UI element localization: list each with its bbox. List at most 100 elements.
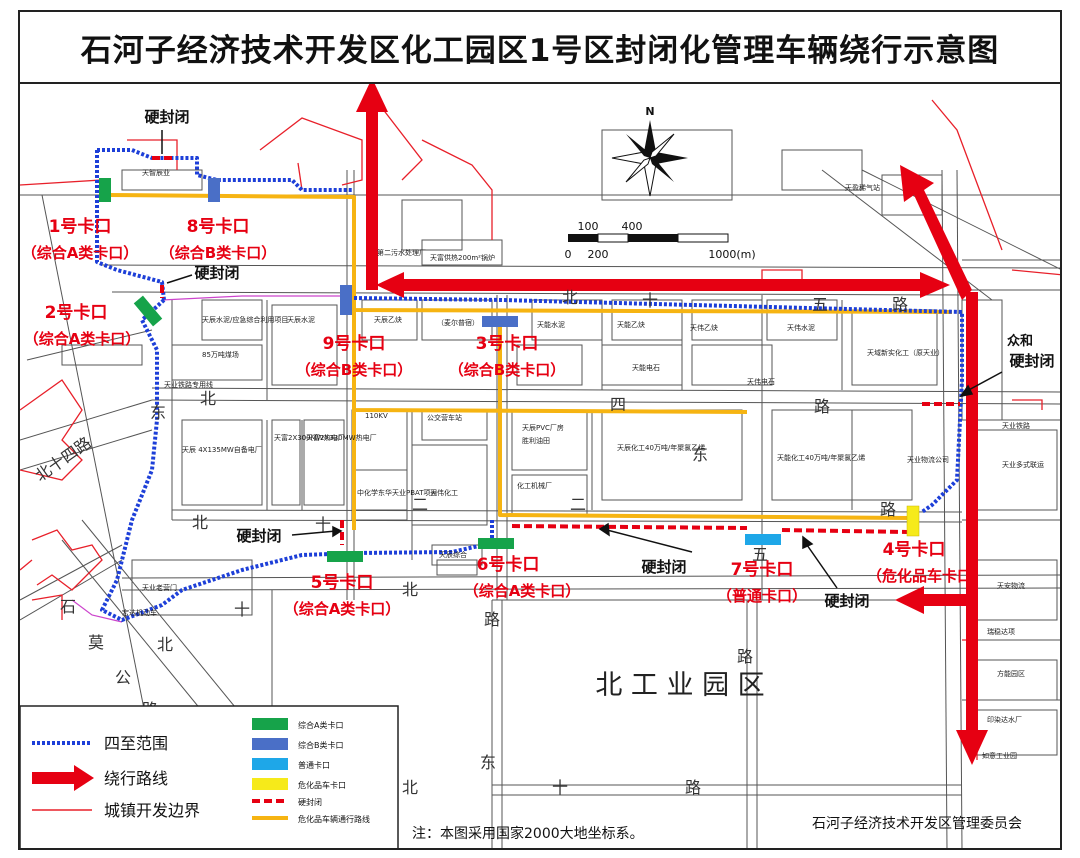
place-label: 天辰 4X135MW自备电厂	[182, 445, 262, 454]
street-char: 北	[192, 513, 208, 532]
detour-arrow-south-head	[956, 730, 988, 765]
place-label: 胜利油田	[522, 436, 550, 445]
hard-closure-label-6: 硬封闭	[1009, 352, 1054, 370]
place-label-zhonghe: 众和	[1007, 333, 1033, 349]
place-label: 天业铁路	[1002, 421, 1030, 430]
place-label: 天业铁路专用线	[164, 380, 213, 389]
detour-arrow-south-shaft	[966, 292, 978, 732]
place-label: 天伟电石	[747, 377, 775, 386]
scale-label-200: 200	[588, 248, 609, 261]
hard-closure-label-5: 硬封闭	[824, 592, 869, 610]
place-label: 天伟水泥	[787, 323, 815, 332]
map-canvas[interactable]: N 100 400 0 200 1000(m) 天智辰业 天盈稀气站 第二污水处…	[18, 84, 1062, 850]
place-label: 天辰水泥/应急综合利用项目	[202, 315, 288, 324]
legend-gate-ordinary-label: 普通卡口	[298, 760, 330, 770]
street-char: 公	[115, 668, 131, 687]
gate-8-name: 8号卡口	[187, 216, 250, 237]
scale-bar: 100 400 0 200 1000(m)	[565, 220, 756, 261]
coordinate-note: 注：本图采用国家2000大地坐标系。	[412, 825, 644, 842]
gate-5-name: 5号卡口	[311, 572, 374, 593]
gate-1-type: （综合A类卡口）	[22, 244, 139, 262]
street-char: 东	[692, 445, 708, 464]
map-svg: N 100 400 0 200 1000(m) 天智辰业 天盈稀气站 第二污水处…	[20, 84, 1060, 848]
gate-2-type: （综合A类卡口）	[24, 330, 141, 348]
gate-6-type: （综合A类卡口）	[464, 582, 581, 600]
place-label: 天盈稀气站	[845, 183, 880, 192]
gate-4-name: 4号卡口	[883, 539, 946, 560]
gate-7-type: （普通卡口）	[717, 587, 807, 605]
place-label: 印染达水厂	[987, 715, 1022, 724]
detour-arrow-north-head	[356, 84, 388, 112]
place-label: 宏达机动车	[122, 608, 157, 617]
street-char: 东	[150, 403, 166, 422]
place-label: 方能园区	[997, 669, 1025, 678]
place-label: 天能电石	[632, 363, 660, 372]
gate-1-name: 1号卡口	[49, 216, 112, 237]
hard-closure-lines	[152, 156, 960, 545]
gate-5-marker[interactable]	[327, 551, 363, 562]
detour-arrow-east-head	[920, 272, 950, 298]
place-label: 天业多式联运	[1002, 460, 1044, 469]
legend-detour-label: 绕行路线	[104, 769, 168, 788]
gate-8-marker[interactable]	[208, 178, 220, 202]
hard-closure-label-3: 硬封闭	[236, 527, 281, 545]
place-label: 天域新实化工（原天业）	[867, 348, 944, 357]
gate-7-marker[interactable]	[745, 534, 781, 545]
issuer-label: 石河子经济技术开发区管理委员会	[812, 816, 1022, 832]
gate-4-type: （危化品车卡口）	[867, 567, 987, 585]
gate-1-marker[interactable]	[99, 178, 111, 202]
hard-closure-label-1: 硬封闭	[144, 108, 189, 126]
legend-gate-b-swatch	[252, 738, 288, 750]
street-char: 莫	[88, 633, 104, 652]
gate-5-type: （综合A类卡口）	[284, 600, 401, 618]
place-label: 110KV	[365, 412, 388, 420]
place-label: 第二污水处理厂	[377, 248, 426, 257]
scale-label-1000m: 1000(m)	[708, 248, 755, 261]
legend-detour-swatch	[32, 765, 94, 791]
magenta-lines	[71, 295, 342, 623]
street-char: 四	[610, 395, 626, 414]
gate-9-type: （综合B类卡口）	[296, 361, 412, 379]
detour-arrow-east-west-shaft	[402, 279, 922, 291]
gate-6-marker[interactable]	[478, 538, 514, 549]
scale-label-400: 400	[622, 220, 643, 233]
street-char: 二	[570, 495, 586, 514]
street-char: 东	[480, 753, 496, 772]
place-label: 天伟乙炔	[690, 323, 718, 332]
place-label: 天安物流	[997, 581, 1025, 590]
gate-3-marker[interactable]	[482, 316, 518, 327]
place-label: 化工机械厂	[517, 481, 552, 490]
street-char: 路	[484, 610, 500, 629]
street-char: 十	[552, 778, 568, 797]
street-char: 北	[562, 288, 578, 307]
street-char: 路	[814, 397, 830, 416]
gate-2-name: 2号卡口	[45, 302, 108, 323]
gate-8-type: （综合B类卡口）	[160, 244, 276, 262]
street-char: 十	[315, 515, 331, 534]
closure-pointers	[161, 130, 1003, 589]
scale-label-0: 0	[565, 248, 572, 261]
place-labels: 天智辰业 天盈稀气站 第二污水处理厂 天富供热200m²锅炉 天辰水泥/应急综合…	[122, 168, 1044, 760]
street-char: 五	[812, 295, 828, 314]
detour-arrow-west-short-shaft	[922, 594, 968, 606]
legend-gate-b-label: 综合B类卡口	[298, 740, 344, 750]
gate-4-marker[interactable]	[906, 505, 920, 537]
gate-6-name: 6号卡口	[477, 554, 540, 575]
street-char: 二	[412, 495, 428, 514]
street-char: 北	[157, 635, 173, 654]
place-label: 如意工业园	[982, 751, 1017, 760]
gate-3-type: （综合B类卡口）	[449, 361, 565, 379]
place-label: 天辰综合	[439, 550, 467, 559]
place-label: 天富2X300MW热电厂	[274, 433, 345, 442]
street-char: 五	[752, 545, 768, 564]
compass-rose	[611, 120, 688, 197]
legend-gate-hazmat-swatch	[252, 778, 288, 790]
place-label: 天富供热200m²锅炉	[430, 253, 495, 262]
place-label: 天富2X330MW热电厂	[306, 433, 377, 442]
street-char: 十	[642, 291, 658, 310]
detour-arrow-west-head	[376, 272, 404, 298]
gate-2-marker[interactable]	[133, 295, 163, 327]
gate-9-marker[interactable]	[340, 285, 352, 315]
legend: 四至范围 绕行路线 城镇开发边界 综合A类卡口 综合B类卡口 普通卡口 危化品车…	[20, 705, 399, 848]
